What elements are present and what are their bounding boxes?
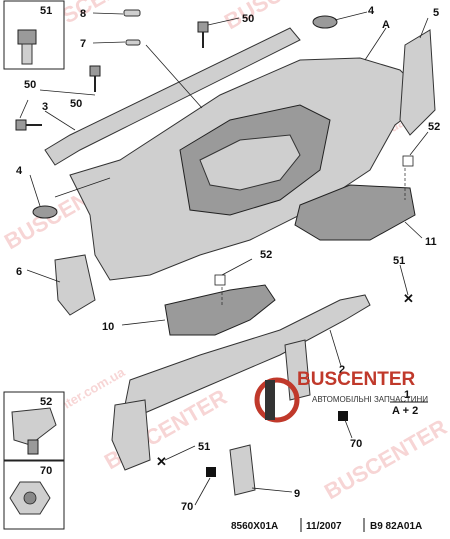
brand-logo: BUSCENTER АВТОМОБІЛЬНІ ЗАПЧАСТИНИ (254, 369, 428, 423)
label-70-right: 70 (350, 438, 362, 450)
label-52-right: 52 (428, 121, 440, 133)
label-3: 3 (42, 101, 48, 113)
lower-cover-right (294, 184, 416, 241)
label-2: 2 (339, 364, 345, 376)
label-70-left: 70 (181, 501, 193, 513)
round-cap-left (32, 205, 58, 219)
marker-70-left (206, 467, 216, 477)
side-trim-left (54, 254, 96, 316)
marker-51-left: ✕ (156, 454, 167, 469)
screw-50-top (197, 21, 209, 48)
brand-tagline: АВТОМОБІЛЬНІ ЗАПЧАСТИНИ (312, 395, 428, 404)
inset-70-label: 70 (40, 465, 52, 477)
bracket-9 (229, 444, 256, 496)
clip-7 (125, 39, 141, 46)
marker-52-center (214, 274, 226, 286)
dashboard-center-vents (199, 134, 301, 191)
legend-formula: 1 A + 2 (390, 389, 428, 417)
marker-52-right (402, 155, 414, 167)
label-5: 5 (433, 7, 439, 19)
label-52-center: 52 (260, 249, 272, 261)
label-50-mid: 50 (70, 98, 82, 110)
dashboard-top-trim (44, 27, 301, 166)
label-6: 6 (16, 266, 22, 278)
legend-formula-text: A + 2 (392, 405, 418, 417)
inset-52: 52 (3, 391, 65, 461)
inset-51-label: 51 (40, 5, 52, 17)
label-7: 7 (80, 38, 86, 50)
inset-52-label: 52 (40, 396, 52, 408)
footer: 8560X01A 11/2007 B9 82A01A (231, 518, 422, 532)
side-panel-right (399, 29, 436, 136)
brand-name: BUSCENTER (297, 369, 416, 390)
cross-beam-left-leg (111, 399, 151, 471)
round-cap-top (312, 15, 338, 29)
label-10: 10 (102, 321, 114, 333)
label-51-left: 51 (198, 441, 210, 453)
label-9: 9 (294, 488, 300, 500)
screw-50-left (15, 119, 42, 131)
inset-70: 70 (3, 460, 65, 530)
inset-51: 51 (3, 0, 65, 70)
label-50-left: 50 (24, 79, 36, 91)
clip-8 (123, 9, 141, 17)
watermark: BUSCENTER (320, 414, 450, 504)
brand-logo-mark (254, 377, 300, 423)
leader-lines (19, 11, 429, 506)
label-8: 8 (80, 8, 86, 20)
screw-50-mid (89, 65, 101, 92)
brand-logo-bar (265, 380, 275, 420)
footer-code-2: B9 82A01A (370, 521, 422, 532)
label-4-top: 4 (368, 5, 375, 17)
lower-support-bracket (164, 284, 276, 336)
callout-labels: 8 7 50 4 5 A 50 3 50 52 4 11 6 52 51 10 … (16, 5, 440, 513)
label-4-left: 4 (16, 165, 23, 177)
footer-date: 11/2007 (306, 521, 342, 532)
marker-51-right: ✕ (403, 291, 414, 306)
label-50-top: 50 (242, 13, 254, 25)
label-A: A (382, 19, 390, 31)
marker-70-right (338, 411, 348, 421)
label-11: 11 (425, 236, 437, 248)
legend-top: 1 (404, 389, 410, 401)
label-51-right: 51 (393, 255, 405, 267)
footer-code-1: 8560X01A (231, 521, 278, 532)
